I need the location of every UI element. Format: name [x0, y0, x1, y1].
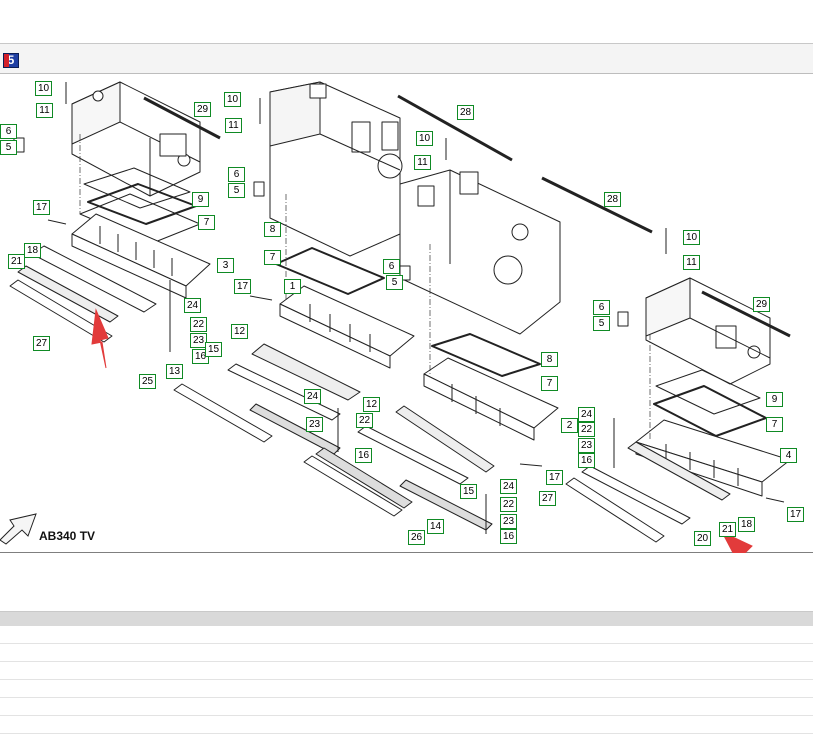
part-callout-24[interactable]: 24 — [184, 298, 201, 313]
part-callout-4[interactable]: 4 — [780, 448, 797, 463]
part-callout-5[interactable]: 5 — [593, 316, 610, 331]
part-callout-22[interactable]: 22 — [190, 317, 207, 332]
parts-list-row[interactable] — [0, 716, 813, 734]
part-callout-22[interactable]: 22 — [356, 413, 373, 428]
part-callout-24[interactable]: 24 — [304, 389, 321, 404]
part-callout-15[interactable]: 15 — [205, 342, 222, 357]
part-callout-6[interactable]: 6 — [383, 259, 400, 274]
part-callout-8[interactable]: 8 — [264, 222, 281, 237]
part-callout-7[interactable]: 7 — [264, 250, 281, 265]
parts-list-row[interactable] — [0, 698, 813, 716]
part-callout-12[interactable]: 12 — [231, 324, 248, 339]
part-callout-13[interactable]: 13 — [166, 364, 183, 379]
part-callout-17[interactable]: 17 — [33, 200, 50, 215]
part-callout-11[interactable]: 11 — [414, 155, 431, 170]
part-callout-1[interactable]: 1 — [284, 279, 301, 294]
center-main-frame — [269, 81, 403, 257]
part-callout-10[interactable]: 10 — [35, 81, 52, 96]
part-callout-21[interactable]: 21 — [719, 522, 736, 537]
part-callout-12[interactable]: 12 — [363, 397, 380, 412]
part-callout-16[interactable]: 16 — [578, 453, 595, 468]
part-callout-5[interactable]: 5 — [228, 183, 245, 198]
part-callout-18[interactable]: 18 — [738, 517, 755, 532]
right-gearbox-housing — [645, 277, 771, 385]
parts-list-row[interactable] — [0, 644, 813, 662]
part-callout-23[interactable]: 23 — [578, 438, 595, 453]
part-callout-29[interactable]: 29 — [194, 102, 211, 117]
part-callout-18[interactable]: 18 — [24, 243, 41, 258]
part-callout-6[interactable]: 6 — [593, 300, 610, 315]
part-callout-16[interactable]: 16 — [500, 529, 517, 544]
parts-list-header[interactable] — [0, 611, 813, 626]
part-callout-11[interactable]: 11 — [225, 118, 242, 133]
part-callout-9[interactable]: 9 — [192, 192, 209, 207]
part-callout-29[interactable]: 29 — [753, 297, 770, 312]
part-callout-23[interactable]: 23 — [306, 417, 323, 432]
parts-list-row[interactable] — [0, 626, 813, 644]
part-callout-8[interactable]: 8 — [541, 352, 558, 367]
left-red-arrow — [91, 308, 109, 369]
part-callout-2[interactable]: 2 — [561, 418, 578, 433]
parts-list-row[interactable] — [0, 680, 813, 698]
part-callout-10[interactable]: 10 — [416, 131, 433, 146]
part-callout-7[interactable]: 7 — [766, 417, 783, 432]
part-callout-23[interactable]: 23 — [500, 514, 517, 529]
part-callout-5[interactable]: 5 — [386, 275, 403, 290]
part-callout-28[interactable]: 28 — [457, 105, 474, 120]
part-callout-22[interactable]: 22 — [500, 497, 517, 512]
part-callout-21[interactable]: 21 — [8, 254, 25, 269]
parts-list-row[interactable] — [0, 662, 813, 680]
part-callout-20[interactable]: 20 — [694, 531, 711, 546]
front-direction-arrow — [0, 513, 37, 545]
center-rear-frame — [399, 169, 561, 335]
part-callout-27[interactable]: 27 — [33, 336, 50, 351]
part-callout-17[interactable]: 17 — [546, 470, 563, 485]
part-callout-6[interactable]: 6 — [0, 124, 17, 139]
app-logo-glyph: 5 — [7, 53, 15, 67]
part-callout-27[interactable]: 27 — [539, 491, 556, 506]
part-callout-7[interactable]: 7 — [541, 376, 558, 391]
part-callout-10[interactable]: 10 — [683, 230, 700, 245]
part-callout-7[interactable]: 7 — [198, 215, 215, 230]
part-callout-23[interactable]: 23 — [190, 333, 207, 348]
app-logo-icon[interactable]: 5 — [3, 53, 19, 68]
top-blank-area — [0, 0, 813, 43]
part-callout-25[interactable]: 25 — [139, 374, 156, 389]
part-callout-17[interactable]: 17 — [787, 507, 804, 522]
part-callout-26[interactable]: 26 — [408, 530, 425, 545]
part-callout-9[interactable]: 9 — [766, 392, 783, 407]
model-label: AB340 TV — [39, 529, 96, 543]
part-callout-3[interactable]: 3 — [217, 258, 234, 273]
part-callout-15[interactable]: 15 — [460, 484, 477, 499]
part-callout-11[interactable]: 11 — [683, 255, 700, 270]
diagram-toolbar: 5 — [0, 43, 813, 74]
part-callout-24[interactable]: 24 — [578, 407, 595, 422]
part-callout-16[interactable]: 16 — [355, 448, 372, 463]
part-callout-5[interactable]: 5 — [0, 140, 17, 155]
panel-gap — [0, 553, 813, 611]
part-callout-24[interactable]: 24 — [500, 479, 517, 494]
part-callout-17[interactable]: 17 — [234, 279, 251, 294]
part-callout-10[interactable]: 10 — [224, 92, 241, 107]
exploded-parts-diagram: 10 11 29 6 5 17 9 7 3 18 21 24 22 23 16 … — [0, 74, 813, 553]
part-callout-28[interactable]: 28 — [604, 192, 621, 207]
part-callout-6[interactable]: 6 — [228, 167, 245, 182]
diagram-drawing — [0, 81, 791, 553]
left-gearbox-housing — [71, 81, 201, 197]
part-callout-14[interactable]: 14 — [427, 519, 444, 534]
part-callout-11[interactable]: 11 — [36, 103, 53, 118]
part-callout-22[interactable]: 22 — [578, 422, 595, 437]
